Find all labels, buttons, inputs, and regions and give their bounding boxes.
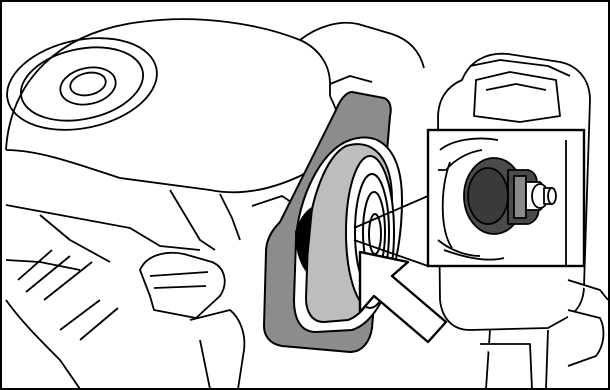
inset-detail <box>428 130 584 266</box>
